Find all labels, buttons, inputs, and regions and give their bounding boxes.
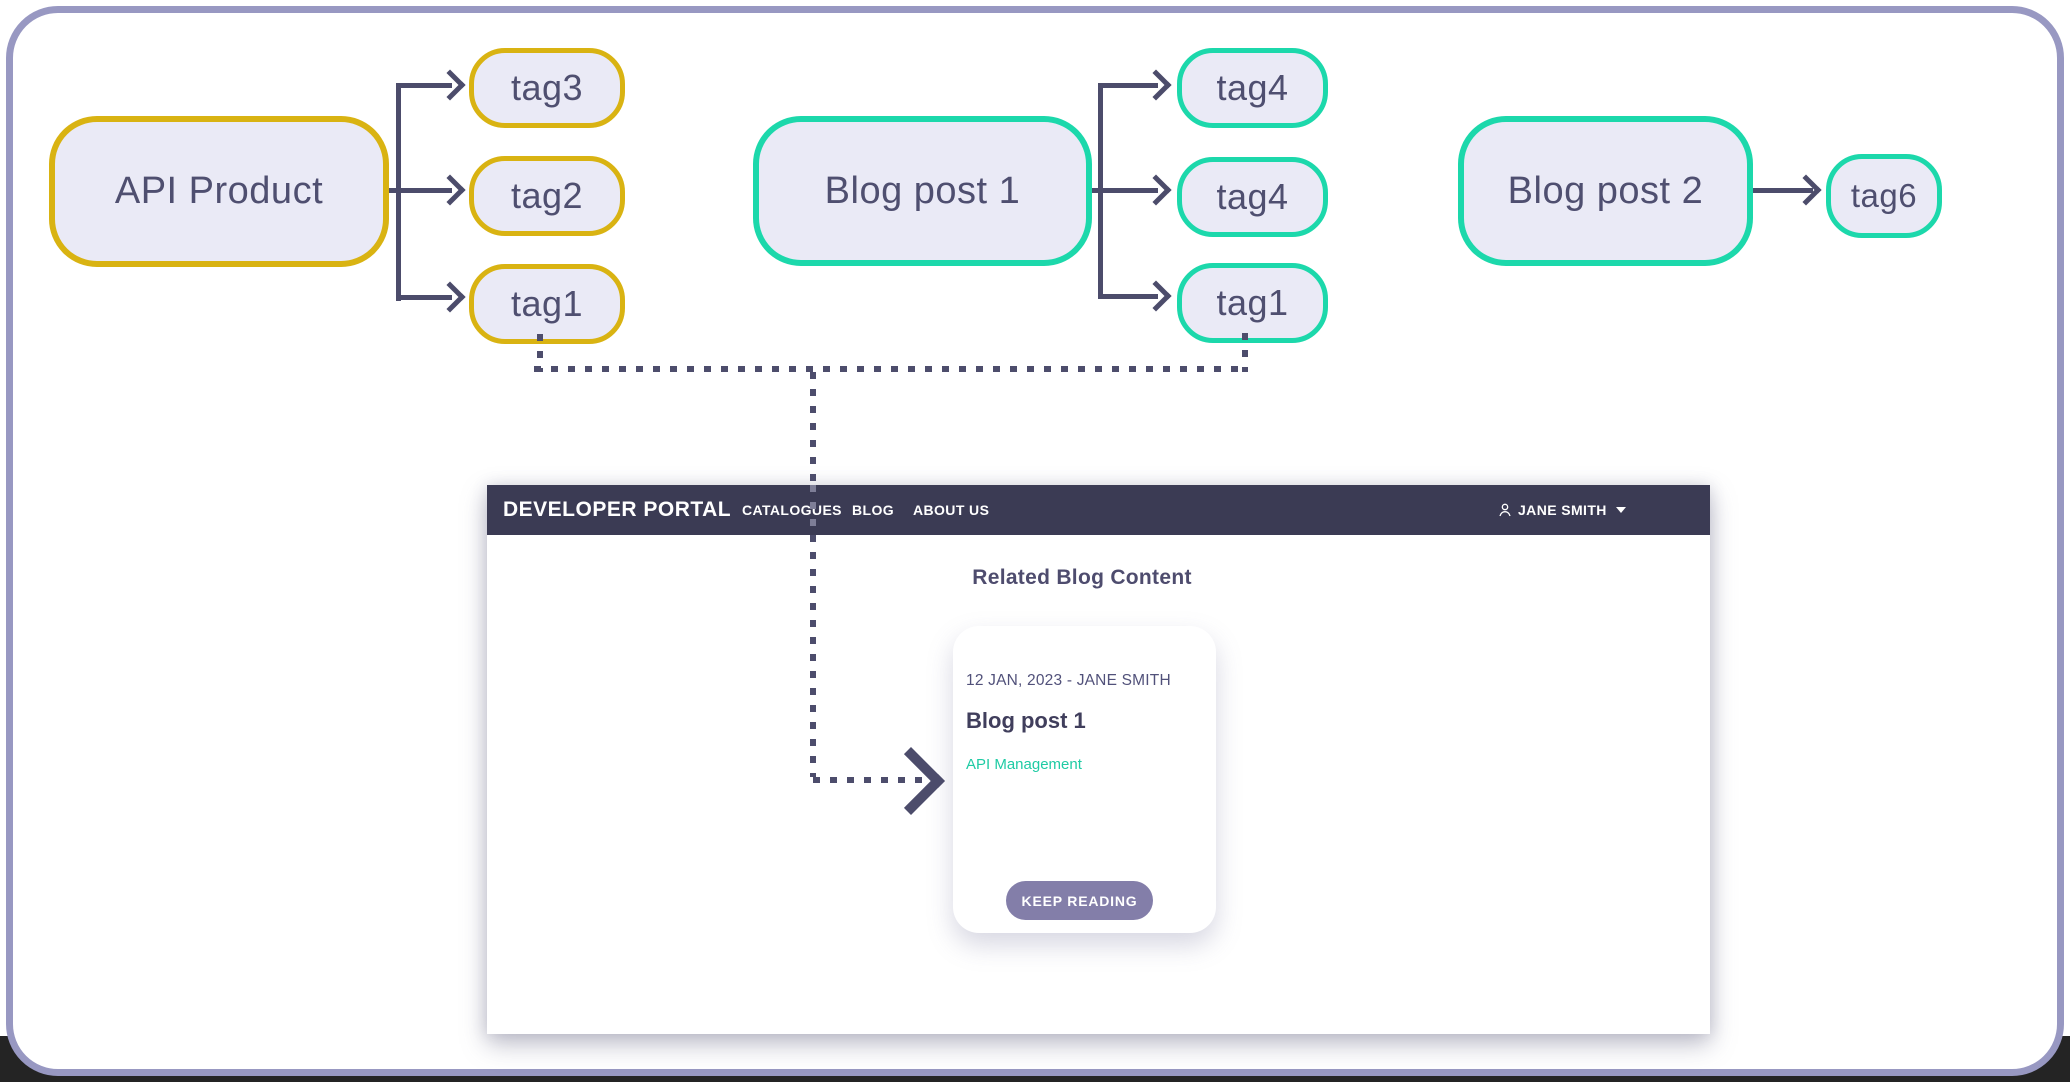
section-title: Related Blog Content bbox=[972, 566, 1192, 589]
person-icon bbox=[1499, 503, 1511, 517]
dotted-stub-right bbox=[1242, 333, 1248, 372]
blog-card-meta: 12 JAN, 2023 - JANE SMITH bbox=[966, 672, 1171, 689]
blog2-tag6-node: tag6 bbox=[1826, 154, 1942, 238]
tag-label: tag1 bbox=[510, 283, 584, 324]
dotted-line-vertical bbox=[810, 372, 816, 485]
nav-item-blog[interactable]: BLOG bbox=[852, 502, 895, 518]
tag-label: tag3 bbox=[510, 67, 584, 108]
nav-item-about-us[interactable]: ABOUT US bbox=[913, 502, 990, 518]
connector-line bbox=[396, 295, 452, 300]
tag-label: tag4 bbox=[1216, 176, 1289, 217]
api-product-node: API Product bbox=[49, 116, 389, 267]
blog-post-2-label: Blog post 2 bbox=[1507, 169, 1704, 212]
tag-label: tag6 bbox=[1850, 177, 1918, 214]
blog-post-2-node: Blog post 2 bbox=[1458, 116, 1753, 266]
product-tag1-node: tag1 bbox=[469, 264, 625, 344]
connector-line bbox=[377, 188, 452, 193]
user-name: JANE SMITH bbox=[1518, 502, 1607, 518]
tag-label: tag1 bbox=[1216, 282, 1289, 323]
product-tag3-node: tag3 bbox=[469, 48, 625, 128]
blog1-tag4a-node: tag4 bbox=[1177, 48, 1328, 128]
dotted-line-vertical bbox=[810, 535, 816, 777]
chevron-down-icon bbox=[1615, 507, 1626, 513]
user-menu[interactable]: JANE SMITH bbox=[1497, 485, 1626, 535]
blog-post-1-label: Blog post 1 bbox=[824, 169, 1021, 212]
blog-card-title: Blog post 1 bbox=[966, 708, 1086, 733]
keep-reading-button[interactable]: KEEP READING bbox=[1006, 881, 1153, 920]
dotted-line-horizontal bbox=[534, 366, 1248, 372]
api-product-label: API Product bbox=[114, 170, 324, 212]
connector-line bbox=[396, 83, 452, 88]
portal-header: DEVELOPER PORTAL CATALOGUES BLOG ABOUT U… bbox=[487, 485, 1710, 535]
blog-card: 12 JAN, 2023 - JANE SMITH Blog post 1 AP… bbox=[953, 626, 1216, 933]
developer-portal-window: DEVELOPER PORTAL CATALOGUES BLOG ABOUT U… bbox=[487, 485, 1710, 1034]
connector-line bbox=[1741, 188, 1813, 193]
product-tag2-node: tag2 bbox=[469, 156, 625, 236]
blog-card-tag-link[interactable]: API Management bbox=[966, 756, 1082, 773]
tag-label: tag2 bbox=[510, 175, 584, 216]
portal-brand: DEVELOPER PORTAL bbox=[503, 498, 732, 521]
connector-line bbox=[1080, 188, 1158, 193]
dotted-line-to-card bbox=[813, 777, 925, 783]
connector-line bbox=[1098, 294, 1158, 299]
connector-line bbox=[1098, 83, 1158, 88]
dotted-line-vertical-over-header bbox=[810, 485, 816, 535]
blog-post-1-node: Blog post 1 bbox=[753, 116, 1092, 266]
blog1-tag4b-node: tag4 bbox=[1177, 157, 1328, 237]
blog1-tag1-node: tag1 bbox=[1177, 263, 1328, 343]
dotted-stub-left bbox=[537, 334, 543, 372]
tag-label: tag4 bbox=[1216, 67, 1289, 108]
nav-item-catalogues[interactable]: CATALOGUES bbox=[742, 502, 842, 518]
